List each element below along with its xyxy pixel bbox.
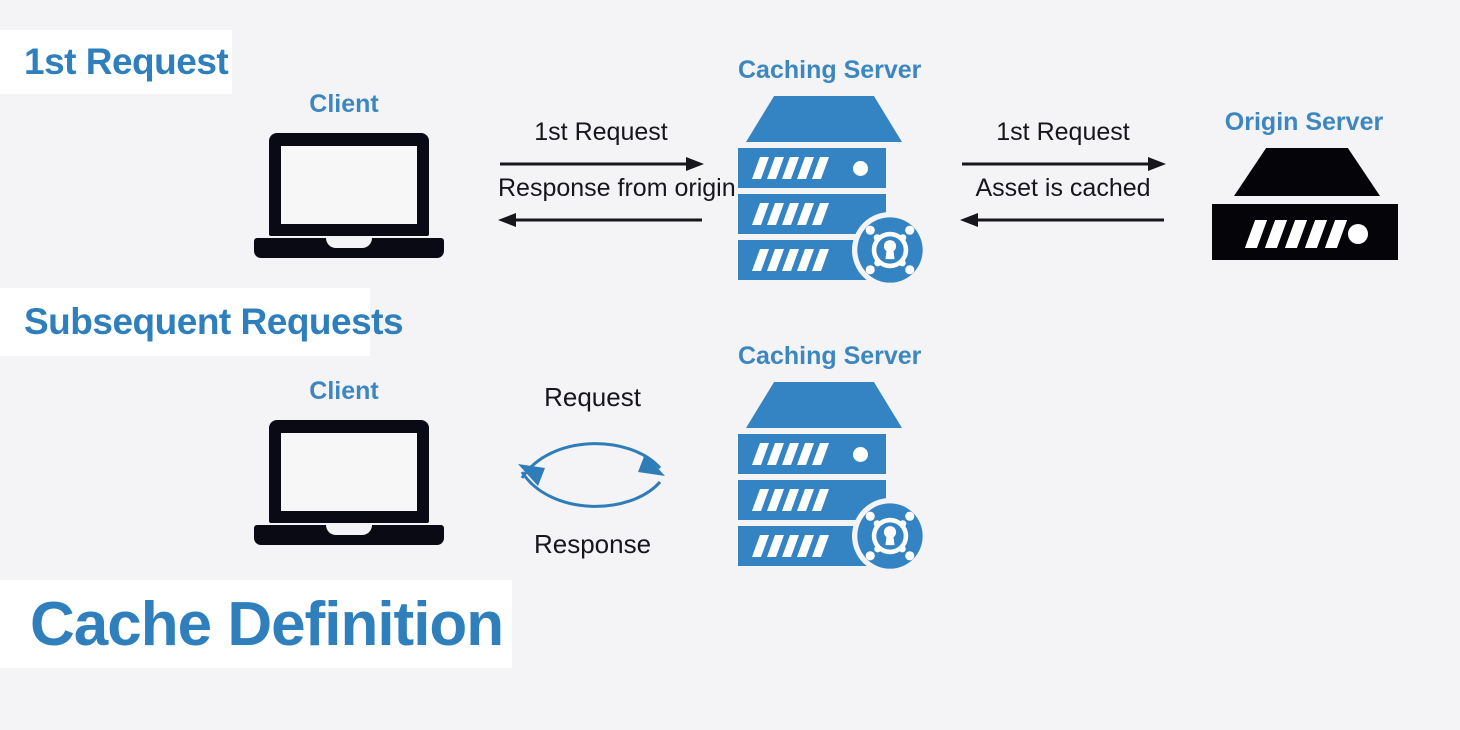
- section-banner-first-request: 1st Request: [0, 30, 232, 94]
- section-banner-subsequent-requests-label: Subsequent Requests: [24, 301, 404, 342]
- row2-client-label: Client: [309, 377, 379, 405]
- lock-shield-icon: [852, 212, 928, 288]
- section-banner-subsequent-requests: Subsequent Requests: [0, 288, 404, 356]
- flow-client-to-cache-forward-label: 1st Request: [534, 118, 668, 146]
- flow-cache-to-origin-return-label: Asset is cached: [975, 174, 1151, 202]
- laptop-screen: [281, 433, 417, 511]
- server-vent-slashes: [751, 249, 830, 271]
- server-status-led: [1348, 224, 1368, 244]
- flow-cache-to-origin-forward-label: 1st Request: [996, 118, 1130, 146]
- flow-client-to-cache: 1st Request Response from origin: [498, 118, 736, 230]
- page-title-banner: Cache Definition: [0, 580, 512, 668]
- laptop-base: [254, 525, 444, 545]
- server-rack-bar: [1212, 204, 1398, 260]
- row1-server-rack-icon: [738, 96, 928, 288]
- flow-response-label: Response: [533, 529, 652, 559]
- server-vent-slashes: [751, 535, 830, 557]
- row2-laptop-icon: [254, 420, 444, 545]
- server-rack-bar: [738, 148, 886, 188]
- page-title: Cache Definition: [30, 589, 504, 659]
- flow-request-label: Request: [544, 382, 641, 412]
- arrow-left-icon: [498, 213, 702, 227]
- server-vent-slashes: [1244, 220, 1348, 248]
- flow-client-cache-cycle: Request Response: [510, 382, 675, 567]
- server-top-panel: [746, 96, 902, 142]
- lock-shield-icon: [852, 498, 928, 574]
- row1-laptop-icon: [254, 133, 444, 258]
- laptop-notch: [326, 524, 372, 535]
- server-status-led: [853, 447, 868, 462]
- server-vent-slashes: [751, 443, 830, 465]
- laptop-notch: [326, 237, 372, 248]
- flow-client-to-cache-return-label: Response from origin: [498, 174, 736, 202]
- section-banner-first-request-label: 1st Request: [24, 41, 229, 82]
- server-status-led: [853, 161, 868, 176]
- arrow-left-icon: [960, 213, 1164, 227]
- laptop-base: [254, 238, 444, 258]
- server-rack-bar: [738, 434, 886, 474]
- row1-client-label: Client: [309, 90, 379, 118]
- laptop-screen: [281, 146, 417, 224]
- row1-caching-server-label: Caching Server: [738, 56, 922, 84]
- server-vent-slashes: [751, 203, 830, 225]
- arrow-right-icon: [500, 157, 704, 171]
- flow-cache-to-origin: 1st Request Asset is cached: [960, 118, 1166, 230]
- curved-arrow-right-icon: [518, 442, 665, 508]
- server-top-panel: [746, 382, 902, 428]
- row2-caching-server-label: Caching Server: [738, 342, 922, 370]
- server-vent-slashes: [751, 489, 830, 511]
- origin-server-label: Origin Server: [1224, 108, 1384, 136]
- arrow-right-icon: [962, 157, 1166, 171]
- server-top-panel: [1234, 148, 1380, 196]
- row2-server-rack-icon: [738, 382, 928, 574]
- origin-server-rack-icon: [1212, 148, 1398, 266]
- server-vent-slashes: [751, 157, 830, 179]
